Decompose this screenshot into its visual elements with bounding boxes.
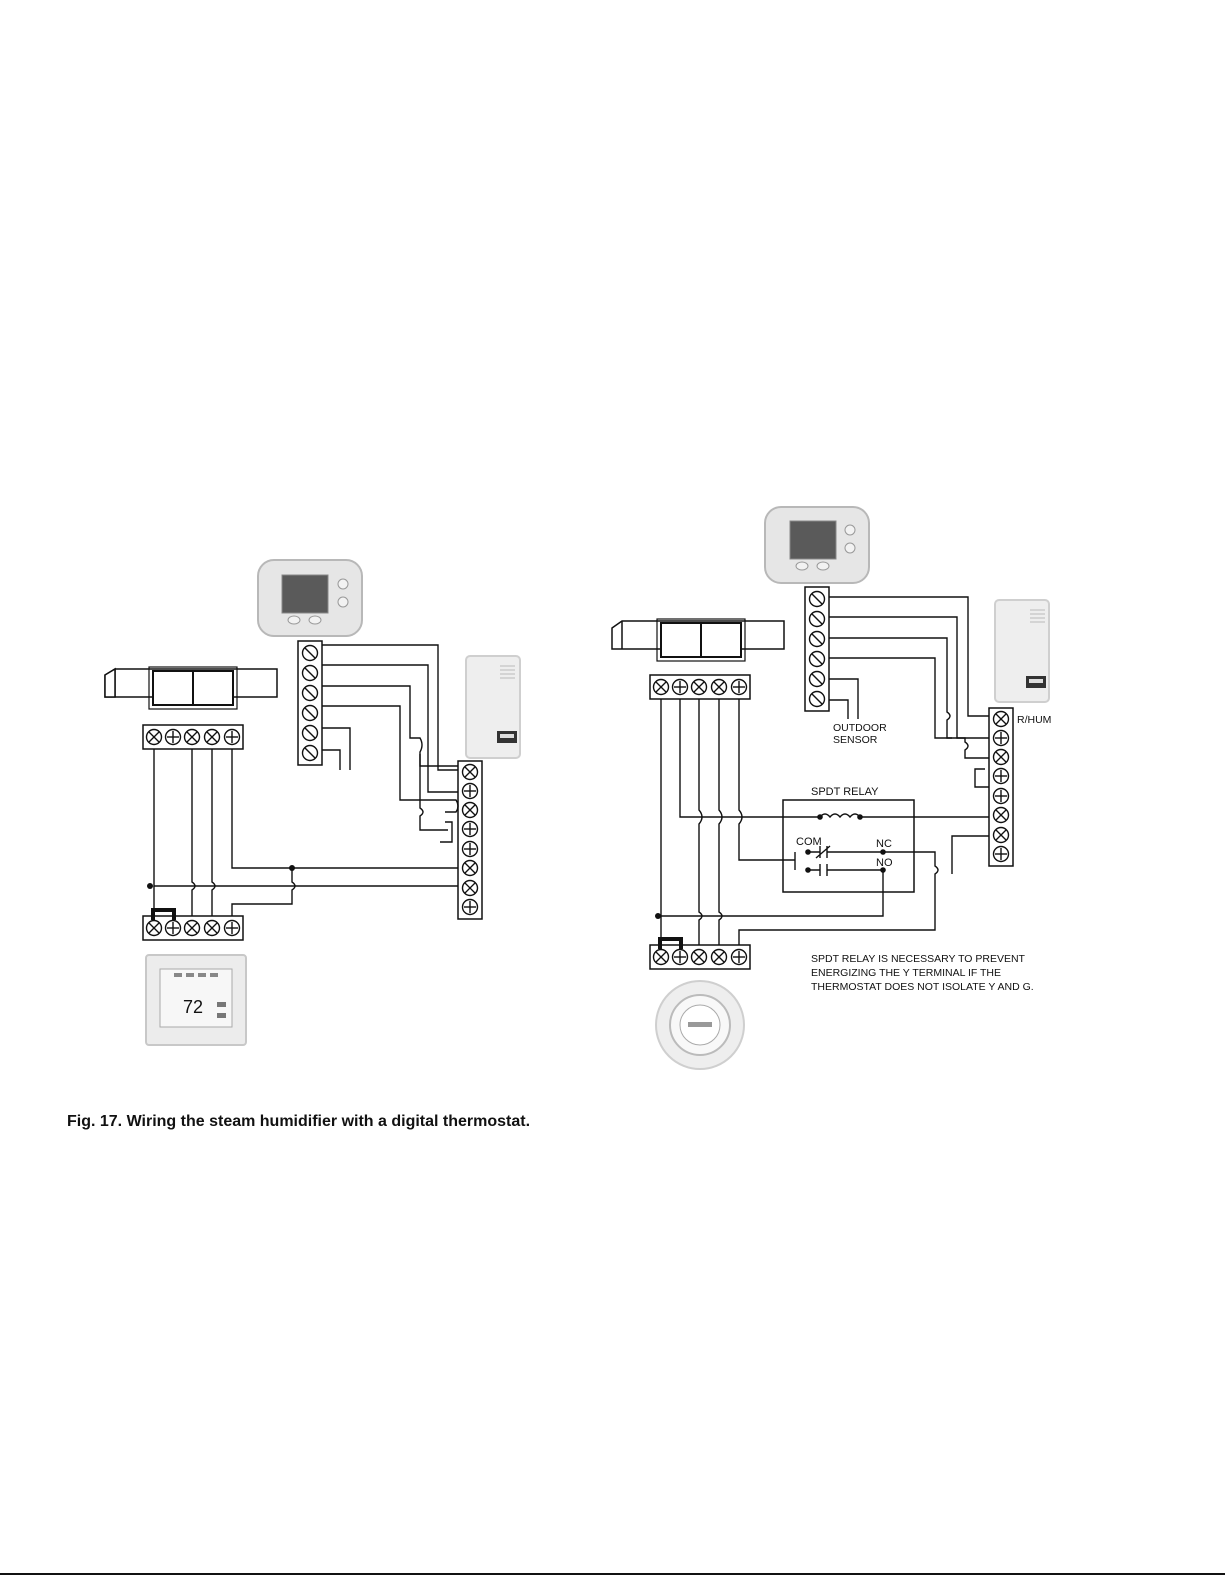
- relay-note-line-3: THERMOSTAT DOES NOT ISOLATE Y AND G.: [811, 981, 1034, 993]
- left-diagram: 72: [105, 560, 520, 1045]
- thermostat-terminal-strip: [805, 587, 829, 711]
- humidifier-terminal-strip: [458, 761, 482, 919]
- com-label: COM: [796, 836, 822, 848]
- rhum-label: R/HUM: [1017, 714, 1051, 726]
- thermostat-icon: [765, 507, 869, 583]
- no-label: NO: [876, 857, 893, 869]
- humidifier-icon: [466, 656, 520, 758]
- thermostat-base-strip: [143, 910, 243, 940]
- relay-note-line-1: SPDT RELAY IS NECESSARY TO PREVENT: [811, 953, 1026, 965]
- outdoor-sensor-label-2: SENSOR: [833, 734, 878, 746]
- nc-label: NC: [876, 838, 892, 850]
- digital-thermostat-icon: 72: [146, 955, 246, 1045]
- thermostat-terminal-strip: [298, 641, 322, 765]
- right-diagram: OUTDOOR SENSOR R/HUM: [612, 507, 1051, 1069]
- page-bottom-rule: [0, 1573, 1225, 1575]
- relay-label: SPDT RELAY: [811, 786, 879, 798]
- duct-icon: [105, 667, 277, 709]
- figure-caption: Fig. 17. Wiring the steam humidifier wit…: [67, 1113, 530, 1131]
- furnace-terminal-strip: [143, 725, 243, 749]
- humidifier-terminal-strip: [989, 708, 1013, 866]
- humidifier-icon: [995, 600, 1049, 702]
- outdoor-sensor-label-1: OUTDOOR: [833, 722, 887, 734]
- thermostat-base-strip: [650, 939, 750, 969]
- duct-icon: [612, 619, 784, 661]
- round-thermostat-icon: [656, 981, 744, 1069]
- display-reading: 72: [183, 997, 203, 1017]
- thermostat-icon: [258, 560, 362, 636]
- spdt-relay: SPDT RELAY COM NC NO: [783, 786, 914, 892]
- furnace-terminal-strip: [650, 675, 750, 699]
- relay-note-line-2: ENERGIZING THE Y TERMINAL IF THE: [811, 967, 1001, 979]
